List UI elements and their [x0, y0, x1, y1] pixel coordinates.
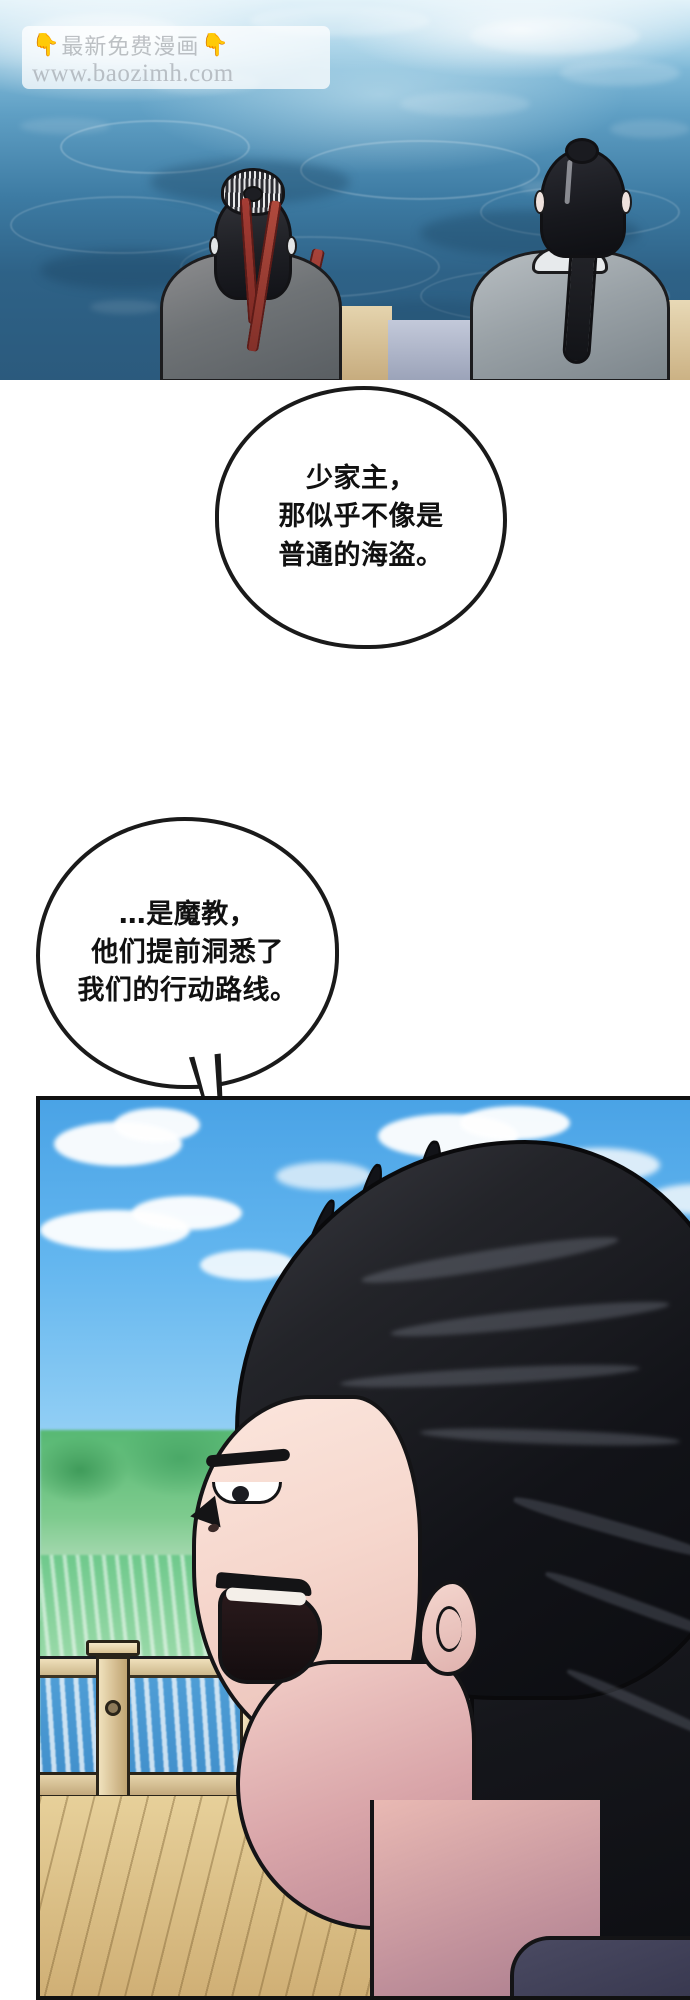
open-mouth: [218, 1588, 322, 1684]
panel-sea: 👇 最新免费漫画 👇 www.baozimh.com: [0, 0, 690, 380]
watermark-url: www.baozimh.com: [32, 60, 234, 87]
pupil: [232, 1486, 249, 1502]
ear-right: [620, 190, 632, 214]
deck-structure: [388, 320, 478, 380]
railing-post-ring: [105, 1700, 121, 1716]
speech-bubble-1: 少家主， 那似乎不像是 普通的海盗。: [215, 386, 507, 649]
ear-left: [209, 236, 220, 256]
pointing-down-hand-icon-left: 👇: [32, 32, 60, 57]
site-watermark: 👇 最新免费漫画 👇 www.baozimh.com: [22, 26, 330, 89]
railing-post-cap: [86, 1640, 140, 1656]
ear-right: [286, 236, 297, 256]
panel-deck: [36, 1096, 690, 2000]
speech-bubble-2-text: …是魔教， 他们提前洞悉了 我们的行动路线。: [77, 898, 298, 1007]
topknot: [565, 138, 599, 164]
ear-left: [534, 190, 546, 214]
watermark-promo-text: 最新免费漫画: [61, 35, 200, 60]
speech-bubble-1-text: 少家主， 那似乎不像是 普通的海盗。: [278, 463, 444, 571]
topknot-bun: [221, 168, 285, 216]
ear-inner: [436, 1606, 462, 1652]
shoulder-robe: [510, 1936, 690, 1996]
railing-post: [96, 1656, 130, 1798]
speech-bubble-2: …是魔教， 他们提前洞悉了 我们的行动路线。: [36, 817, 339, 1089]
pointing-down-hand-icon-right: 👇: [201, 32, 229, 57]
head-back: [540, 148, 626, 258]
watermark-promo-row: 👇 最新免费漫画 👇: [32, 30, 322, 61]
